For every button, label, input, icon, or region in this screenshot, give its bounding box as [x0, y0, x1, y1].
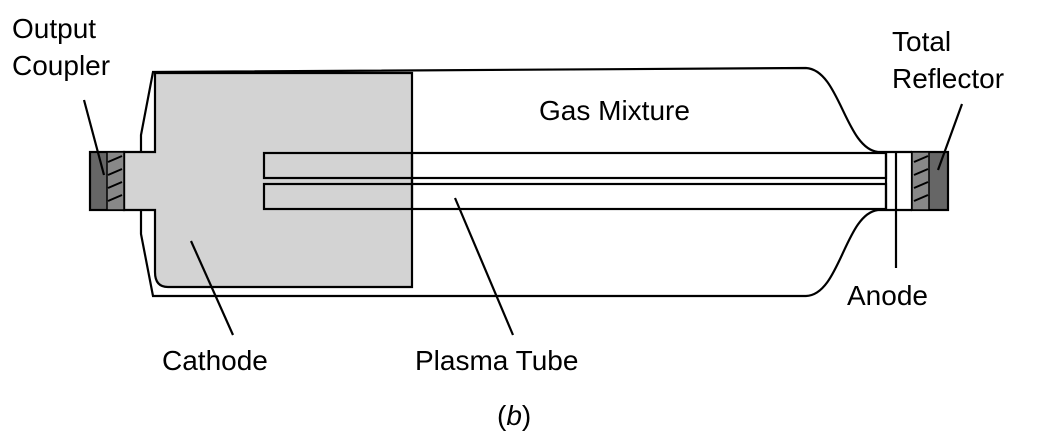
total-reflector-leader [936, 103, 964, 171]
caption-letter: b [506, 400, 522, 431]
plasma-tube-label: Plasma Tube [415, 345, 578, 376]
caption-open: ( [497, 400, 507, 431]
cathode-leader [189, 240, 235, 336]
caption: (b) [497, 400, 531, 431]
caption-close: ) [522, 400, 531, 431]
anode-label: Anode [847, 280, 928, 311]
output-coupler-label-line2: Coupler [12, 50, 110, 81]
gas-envelope [139, 66, 879, 298]
cathode [122, 71, 414, 289]
total-reflector-label-line1: Total [892, 26, 951, 57]
output-coupler-label-line1: Output [12, 13, 96, 44]
total-reflector-mirror [910, 150, 950, 212]
plasma-tube-leader [453, 197, 515, 336]
gas-mixture-label: Gas Mixture [539, 95, 690, 126]
output-coupler-leader [82, 99, 106, 176]
total-reflector-label-line2: Reflector [892, 63, 1004, 94]
output-coupler-mirror [88, 150, 126, 212]
cathode-label: Cathode [162, 345, 268, 376]
